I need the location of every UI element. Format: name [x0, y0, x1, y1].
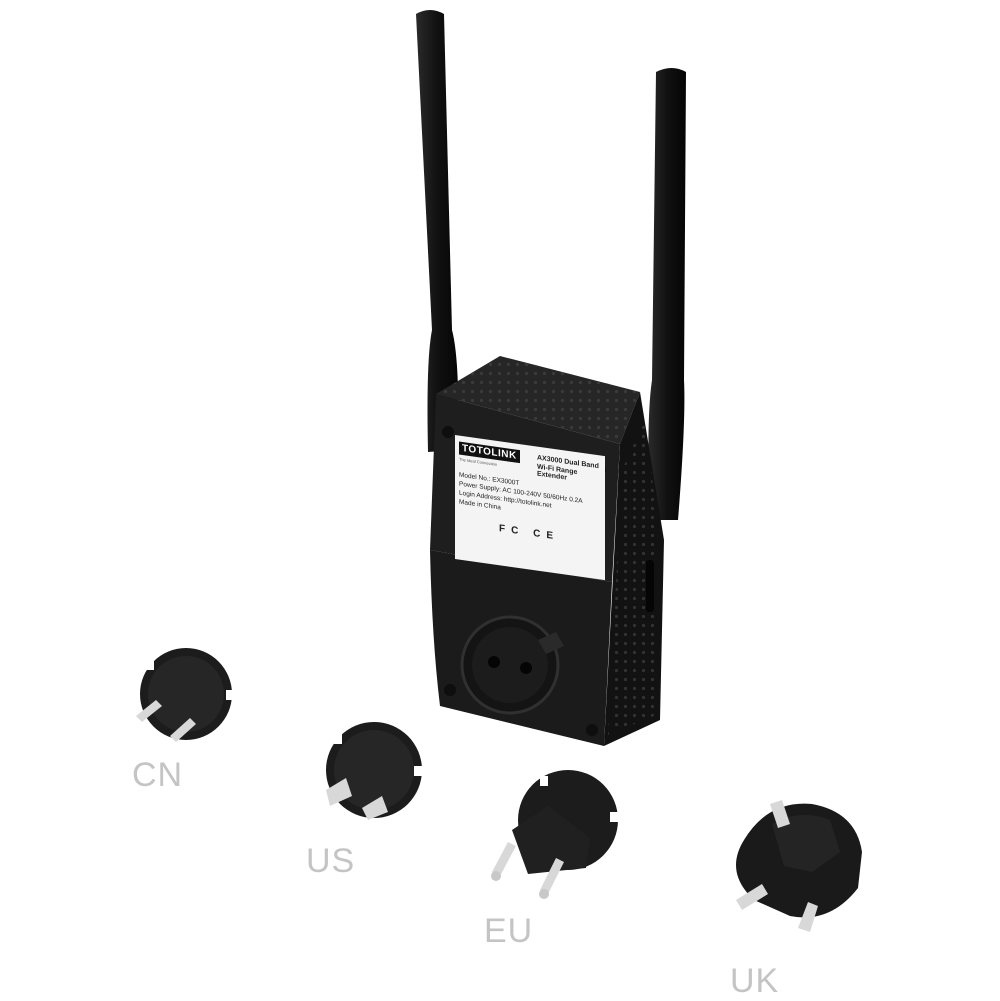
left-antenna	[416, 10, 459, 452]
label-cn: CN	[132, 756, 184, 794]
us-plug-adapter	[326, 722, 422, 820]
label-eu: EU	[484, 912, 534, 950]
cn-plug-adapter	[136, 648, 234, 742]
device-label-sticker: TOTOLINK The Ideal Connection AX3000 Dua…	[455, 435, 605, 581]
side-button	[646, 560, 654, 612]
socket	[460, 615, 564, 715]
uk-plug-adapter	[736, 800, 862, 932]
label-uk: UK	[730, 962, 780, 1000]
label-us: US	[306, 842, 356, 880]
certification-marks: FC CE	[499, 523, 559, 543]
eu-plug-adapter	[491, 770, 618, 899]
